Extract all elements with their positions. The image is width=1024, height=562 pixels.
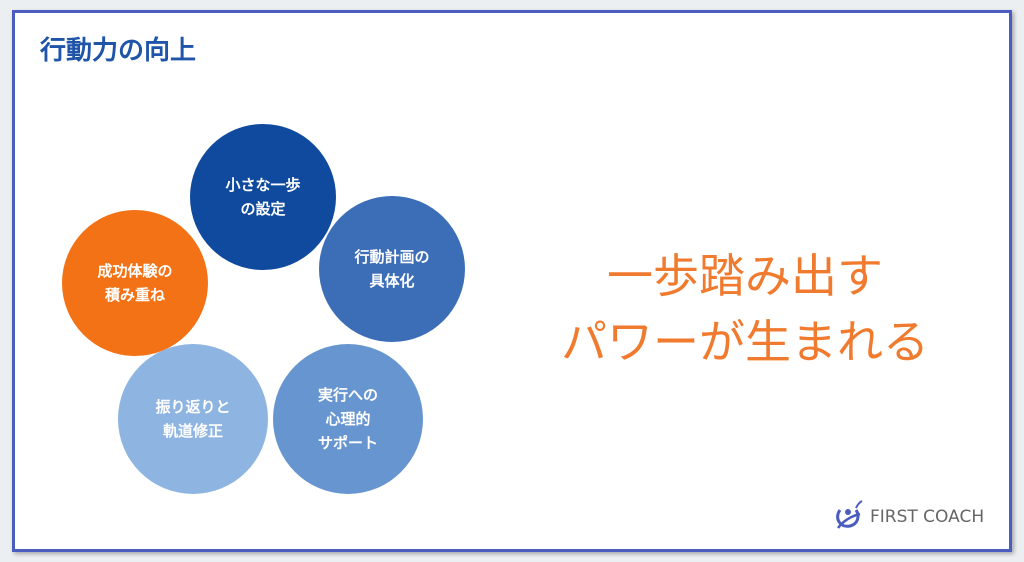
logo-figure-icon (836, 500, 863, 529)
circle-reflection: 振り返りと 軌道修正 (118, 344, 268, 494)
circle-label: 実行への 心理的 サポート (317, 386, 378, 452)
brand-logo: FIRST COACH (834, 500, 984, 534)
circle-label: 小さな一歩 の設定 (225, 176, 301, 218)
circle-label: 成功体験の 積み重ね (97, 262, 173, 304)
circle-psych-support: 実行への 心理的 サポート (273, 344, 423, 494)
headline-line2: パワーが生まれる (561, 315, 929, 369)
circle-small-step: 小さな一歩 の設定 (190, 124, 336, 270)
headline-line1: 一歩踏み出す (607, 249, 883, 303)
slide-title: 行動力の向上 (40, 36, 197, 66)
circle-label: 振り返りと 軌道修正 (155, 398, 231, 440)
circle-action-plan: 行動計画の 具体化 (319, 196, 465, 342)
circle-success-experience: 成功体験の 積み重ね (62, 210, 208, 356)
circle-label: 行動計画の 具体化 (354, 248, 430, 290)
logo-text: FIRST COACH (870, 507, 985, 527)
